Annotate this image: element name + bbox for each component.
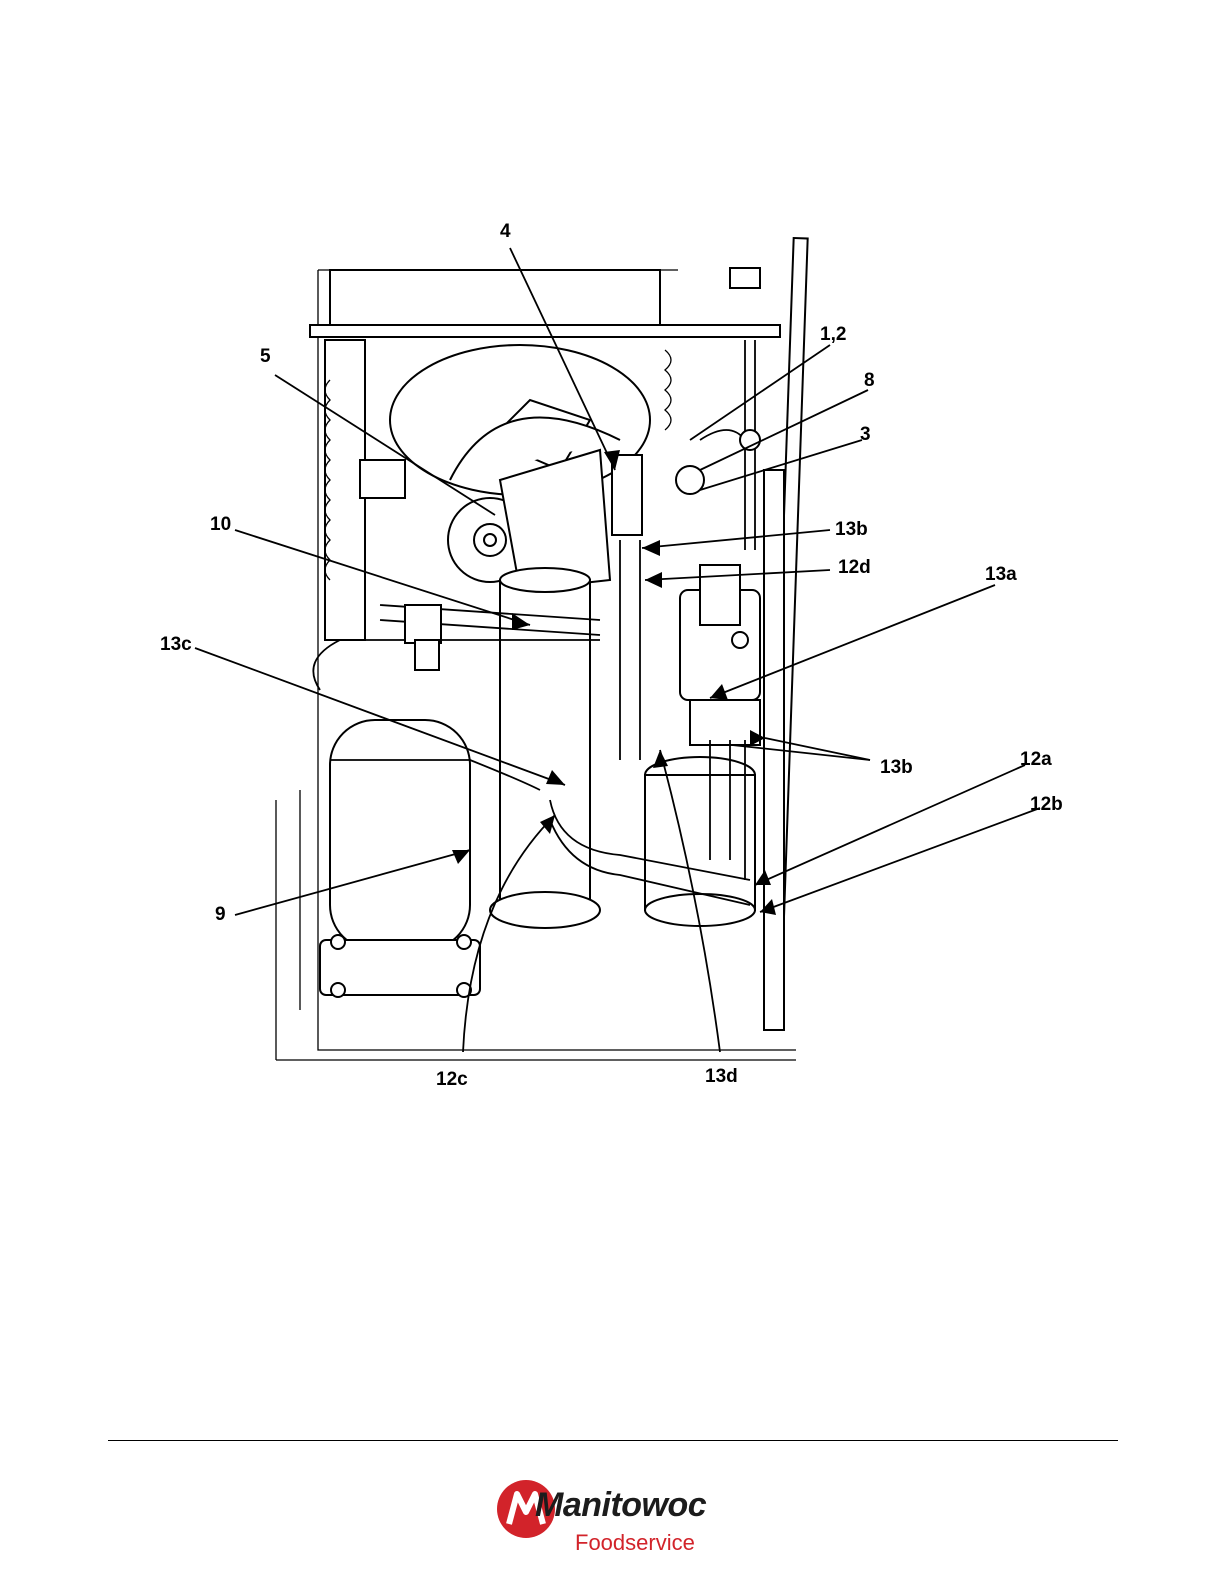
callout-9: 9 <box>215 904 226 925</box>
leader-12a <box>755 765 1025 885</box>
manitowoc-logo: Manitowoc Foodservice <box>495 1478 735 1568</box>
leader-12b <box>760 808 1040 912</box>
callout-12b: 12b <box>1030 794 1063 815</box>
arrow-13d <box>653 750 668 768</box>
callout-12d: 12d <box>838 557 871 578</box>
callout-13c: 13c <box>160 634 192 655</box>
leader-13b-mid-a <box>732 745 870 760</box>
footer-rule <box>108 1440 1118 1441</box>
accumulator <box>645 757 755 926</box>
callout-13b-top: 13b <box>835 519 868 540</box>
callout-13d: 13d <box>705 1066 738 1087</box>
receiver-drum <box>490 568 600 928</box>
callout-13a: 13a <box>985 564 1017 585</box>
callout-10: 10 <box>210 514 231 535</box>
callout-3: 3 <box>860 424 871 445</box>
arrow-13b-top <box>642 540 660 556</box>
water-tank <box>680 565 760 745</box>
callout-1-2: 1,2 <box>820 324 846 345</box>
leader-lines <box>195 248 1040 1052</box>
callout-12a: 12a <box>1020 749 1052 770</box>
callout-12c: 12c <box>436 1069 468 1090</box>
callout-13b-mid: 13b <box>880 757 913 778</box>
callout-labels: 4 5 1,2 8 3 10 13b 12d 13a 13c 13b 12a 1… <box>160 221 1063 1090</box>
logo-subtitle: Foodservice <box>575 1530 695 1556</box>
callout-5: 5 <box>260 346 271 367</box>
callout-8: 8 <box>864 370 875 391</box>
callout-4: 4 <box>500 221 511 242</box>
logo-brand: Manitowoc <box>535 1486 706 1525</box>
arrow-12d <box>645 572 662 588</box>
leader-1-2 <box>690 345 830 440</box>
leader-13b-top <box>642 530 830 548</box>
